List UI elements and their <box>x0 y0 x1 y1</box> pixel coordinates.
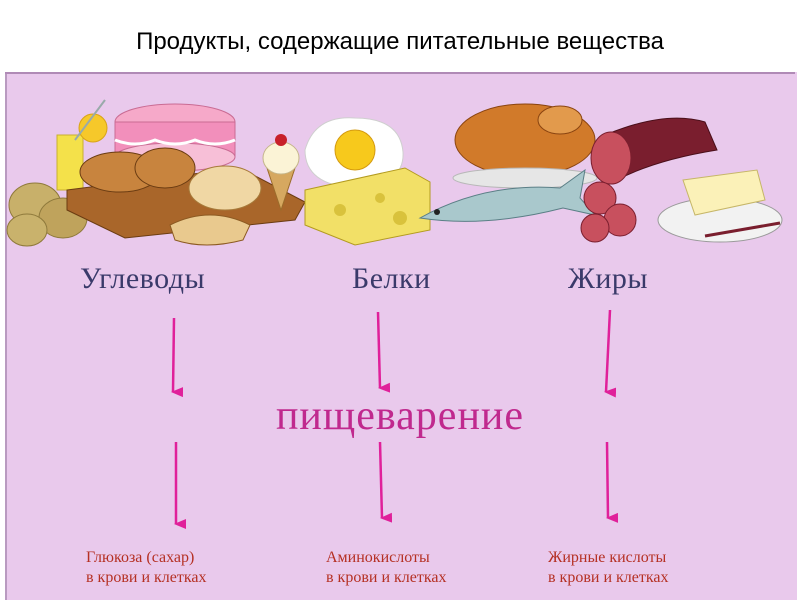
fried-egg-icon <box>304 117 404 189</box>
sausage-icon <box>580 117 718 243</box>
arrow-fats-to-digestion <box>604 309 617 398</box>
slide-title: Продукты, содержащие питательные веществ… <box>136 28 664 55</box>
result-glucose-line2: в крови и клетках <box>86 569 207 586</box>
category-proteins: Белки <box>352 262 431 295</box>
category-fats: Жиры <box>568 262 649 295</box>
result-fatty-line2: в крови и клетках <box>548 569 669 586</box>
process-digestion: пищеварение <box>275 393 525 439</box>
arrow-proteins-to-digestion <box>376 311 391 393</box>
panel-divider <box>5 72 795 74</box>
result-amino-line1: Аминокислоты <box>326 549 430 566</box>
result-glucose: Глюкоза (сахар) в крови и клетках <box>86 548 207 588</box>
potato-icon <box>6 182 88 247</box>
category-carbs: Углеводы <box>80 262 206 295</box>
cheese-icon <box>304 167 431 246</box>
roast-chicken-icon <box>452 103 598 189</box>
lemonade-icon <box>56 99 108 191</box>
result-glucose-line1: Глюкоза (сахар) <box>86 549 195 566</box>
result-amino-line2: в крови и клетках <box>326 569 447 586</box>
fish-icon <box>418 168 597 222</box>
result-fatty-line1: Жирные кислоты <box>548 549 667 566</box>
bread-icon <box>66 147 306 246</box>
food-illustrations <box>6 99 783 247</box>
butter-icon <box>657 169 783 243</box>
arrow-carbs-to-digestion <box>171 317 184 398</box>
result-amino-acids: Аминокислоты в крови и клетках <box>326 548 447 588</box>
ice-cream-icon <box>262 134 300 212</box>
arrow-digestion-to-fatty-acids <box>605 441 619 523</box>
result-fatty-acids: Жирные кислоты в крови и клетках <box>548 548 669 588</box>
arrow-digestion-to-amino <box>378 441 393 523</box>
